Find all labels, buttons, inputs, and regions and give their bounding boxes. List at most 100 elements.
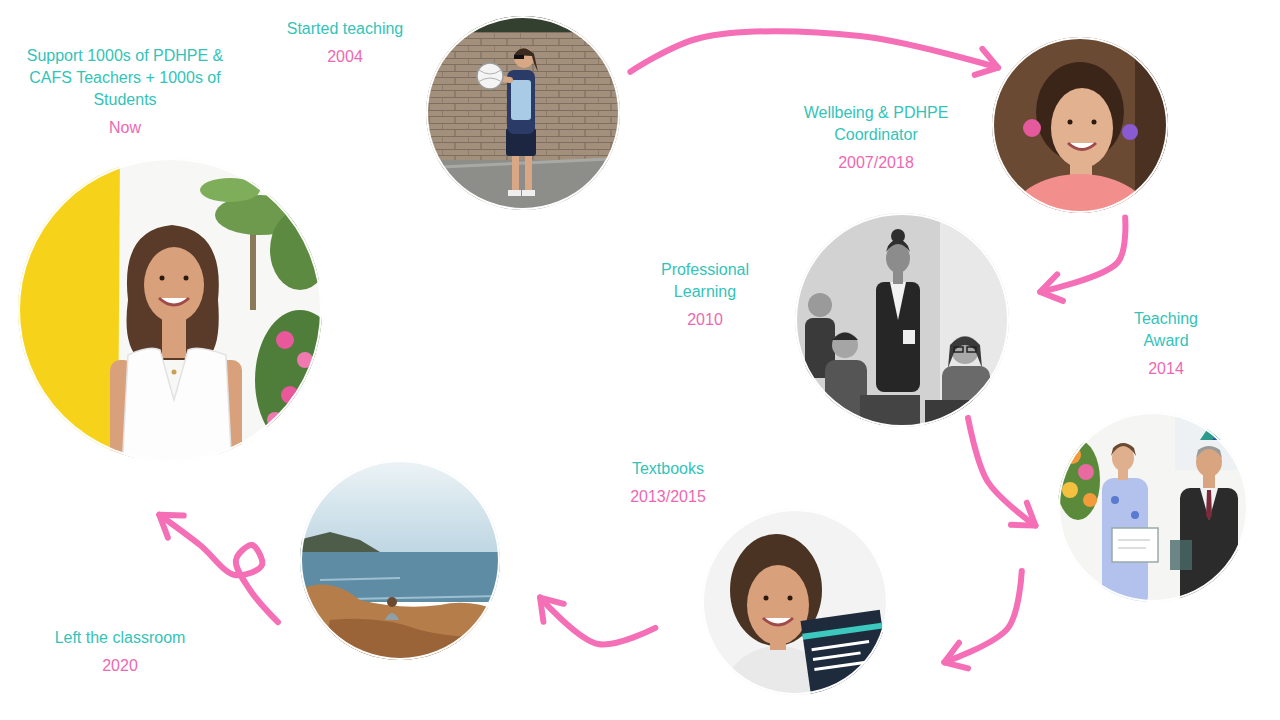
netball-photo-part (512, 150, 519, 192)
portrait-photo-part (1008, 174, 1152, 270)
circle-outline (702, 509, 888, 695)
circle-border (427, 17, 619, 209)
milestone-title: Support 1000s of PDHPE & CAFS Teachers +… (13, 45, 238, 111)
netball-photo-part (514, 48, 538, 72)
workshop-photo-part (925, 400, 995, 430)
workshop-photo-part (903, 330, 915, 344)
workshop-photo-part (790, 210, 1015, 435)
curved-arrow (1040, 218, 1125, 292)
circle-border (796, 214, 1008, 426)
curved-arrow (968, 418, 1035, 526)
award-photo (1055, 410, 1255, 610)
award-photo-part (1206, 490, 1212, 520)
circle-outline (992, 37, 1168, 213)
milestone-title: Textbooks (608, 458, 728, 480)
workshop-photo-part (890, 282, 906, 320)
current-portrait-photo-part (172, 370, 177, 375)
milestone-date: 2007/2018 (786, 152, 966, 174)
netball-photo-part (522, 190, 535, 196)
curved-arrow (159, 515, 278, 622)
node-label: Professional Learning 2010 (645, 259, 765, 331)
workshop-photo-part (832, 333, 858, 341)
current-portrait-photo-part (267, 412, 283, 428)
milestone-date: Now (13, 117, 238, 139)
circle-outline (300, 460, 500, 660)
textbook-photo-part (788, 596, 793, 601)
award-photo-part (1055, 410, 1255, 610)
timeline-photo-node: Teaching Award2014 (1058, 412, 1248, 602)
workshop-photo-part (954, 347, 963, 352)
circle-outline (426, 16, 620, 210)
portrait-photo-part (1092, 120, 1097, 125)
seaside-photo-part (298, 584, 502, 662)
current-portrait-photo-part (305, 403, 319, 417)
timeline-photo-node: Professional Learning2010 (795, 213, 1009, 427)
award-photo-part (1112, 528, 1158, 562)
portrait-photo-part (1122, 124, 1138, 140)
textbook-photo-part (747, 565, 809, 645)
netball-photo-part (525, 150, 532, 192)
seaside-photo-part (320, 619, 500, 662)
circle-border (703, 510, 887, 694)
textbook-photo-part-part (812, 641, 877, 670)
circle-outline (1058, 412, 1248, 602)
current-portrait-photo-part (255, 310, 345, 450)
netball-photo-part (511, 80, 531, 120)
textbook-photo-part (763, 618, 793, 625)
portrait-photo-part (1023, 119, 1041, 137)
milestone-date: 2014 (1116, 358, 1216, 380)
circle-border (993, 38, 1167, 212)
netball-photo-part (420, 10, 630, 32)
workshop-photo (790, 210, 1015, 435)
award-photo-part (1118, 540, 1150, 548)
seaside-photo-part (387, 597, 397, 607)
workshop-photo-part (876, 282, 920, 392)
circle-outline (795, 213, 1009, 427)
timeline-photo-node: Left the classroom2020 (300, 460, 500, 660)
award-photo-part (1170, 540, 1192, 570)
current-portrait-photo-part (160, 276, 165, 281)
seaside-photo (298, 458, 502, 662)
netball-photo-part (478, 70, 502, 82)
award-photo-part (1078, 464, 1094, 480)
workshop-photo-part (967, 347, 976, 352)
netball-photo-part (420, 10, 630, 170)
portrait-photo-part (1068, 143, 1096, 150)
textbook-photo (700, 507, 892, 705)
current-portrait-photo-part (127, 225, 219, 360)
textbook-photo-part (700, 507, 890, 697)
current-portrait-photo (15, 155, 345, 470)
netball-photo-part (508, 190, 521, 196)
textbook-photo-part (801, 610, 892, 705)
current-portrait-photo-part (159, 298, 189, 305)
current-portrait-photo-part (184, 276, 189, 281)
award-photo-part (1062, 482, 1078, 498)
award-photo-part (1196, 447, 1222, 477)
circle-border (19, 159, 321, 461)
workshop-photo-part (832, 332, 858, 358)
workshop-photo-part (808, 293, 832, 317)
timeline-photo-node: Wellbeing & PDHPE Coordinator2007/2018 (992, 37, 1168, 213)
award-photo-part (1111, 496, 1119, 504)
award-photo-part (1111, 443, 1136, 456)
current-portrait-photo-part (162, 318, 186, 358)
circle-border (1059, 413, 1247, 601)
current-portrait-photo-part (270, 210, 330, 290)
textbook-photo-part-part (801, 610, 892, 705)
node-label: Started teaching2004 (260, 18, 430, 68)
award-photo-part (1083, 493, 1097, 507)
current-portrait-photo-part (122, 348, 232, 470)
portrait-photo-part (1051, 88, 1113, 168)
curved-arrow (630, 31, 998, 72)
current-portrait-photo-part (144, 247, 204, 323)
curved-arrow (540, 598, 655, 645)
circle-border (301, 461, 499, 659)
milestone-title: Teaching Award (1116, 308, 1216, 352)
milestone-date: 2010 (645, 309, 765, 331)
textbook-photo-part-part (802, 623, 882, 640)
milestone-title: Professional Learning (645, 259, 765, 303)
timeline-photo-node: Started teaching2004 (426, 16, 620, 210)
portrait-photo (990, 35, 1170, 270)
